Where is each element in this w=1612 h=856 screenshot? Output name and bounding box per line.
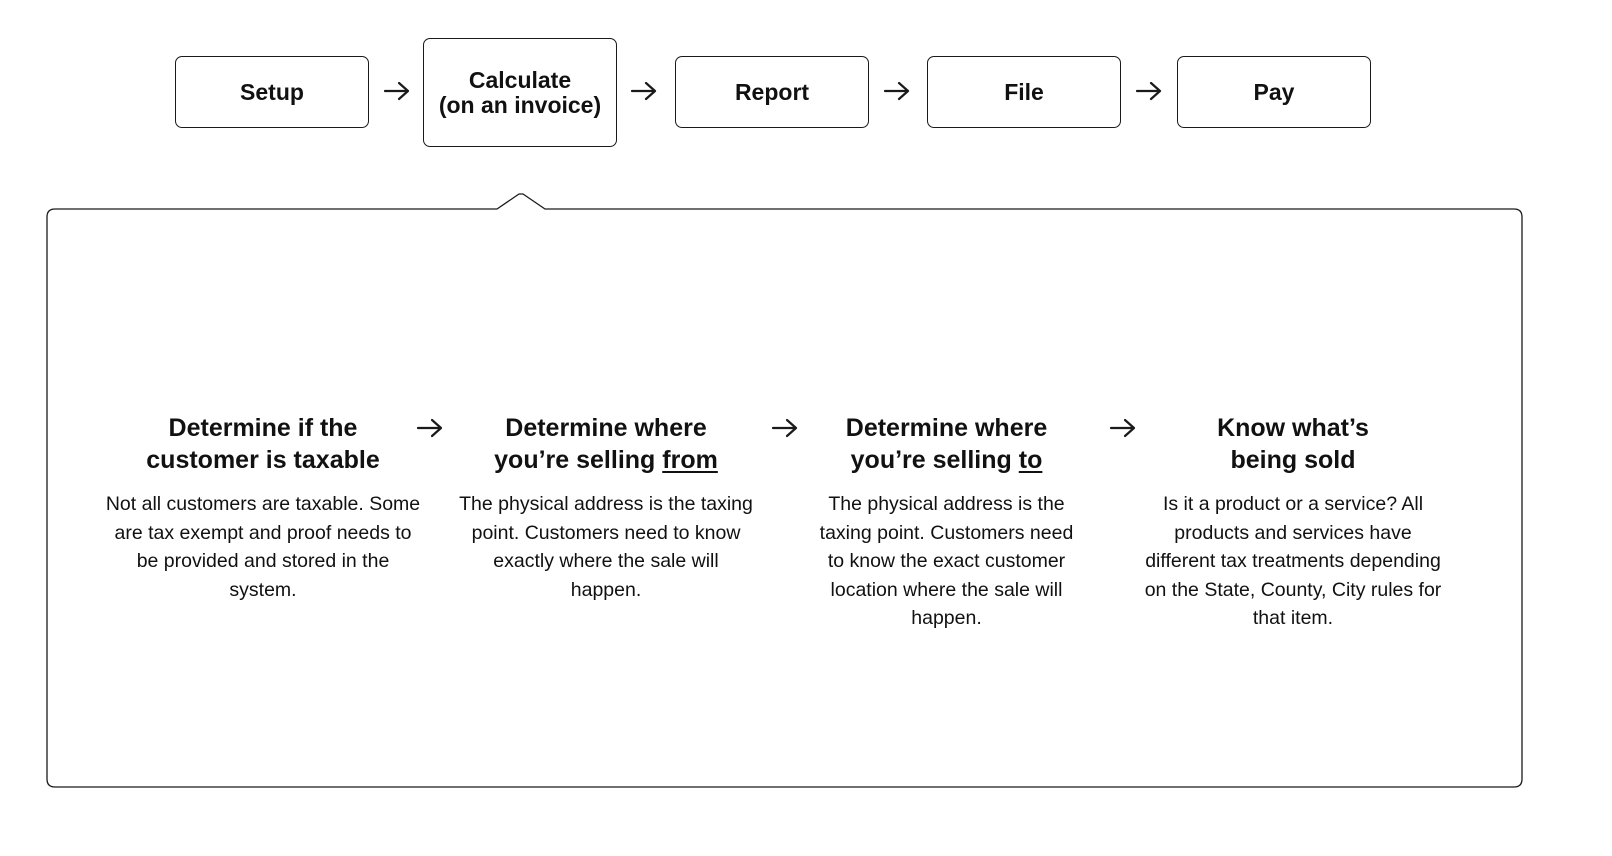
step-setup[interactable]: Setup <box>175 56 369 128</box>
detail-step-taxable-customer: Determine if the customer is taxable Not… <box>103 412 423 604</box>
arrow-right-icon <box>1135 81 1163 101</box>
detail-step-description: The physical address is the taxing point… <box>459 493 753 601</box>
detail-step-selling-from: Determine where you’re selling from The … <box>456 412 756 604</box>
detail-step-description: Is it a product or a service? All produc… <box>1144 493 1442 629</box>
arrow-right-icon <box>771 418 799 438</box>
detail-step-title: Determine if the customer is taxable <box>146 414 380 474</box>
arrow-right-icon <box>630 81 658 101</box>
step-calculate-label: Calculate (on an invoice) <box>438 66 602 118</box>
detail-step-selling-to: Determine where you’re selling to The ph… <box>809 412 1084 633</box>
step-report-label: Report <box>734 78 810 105</box>
step-file[interactable]: File <box>927 56 1121 128</box>
detail-step-title: Know what’s being sold <box>1217 414 1369 474</box>
detail-step-title: Determine where you’re selling to <box>845 414 1048 474</box>
step-pay[interactable]: Pay <box>1177 56 1371 128</box>
step-setup-label: Setup <box>240 78 304 105</box>
arrow-right-icon <box>1109 418 1137 438</box>
detail-step-description: Not all customers are taxable. Some are … <box>105 493 421 601</box>
step-file-label: File <box>1004 78 1044 105</box>
arrow-right-icon <box>416 418 444 438</box>
step-calculate[interactable]: Calculate (on an invoice) <box>423 38 617 147</box>
arrow-right-icon <box>883 81 911 101</box>
detail-step-what-is-sold: Know what’s being sold Is it a product o… <box>1140 412 1446 633</box>
arrow-right-icon <box>383 81 411 101</box>
detail-step-title: Determine where you’re selling from <box>494 414 718 474</box>
step-report[interactable]: Report <box>675 56 869 128</box>
detail-step-description: The physical address is the taxing point… <box>819 493 1074 629</box>
step-pay-label: Pay <box>1253 78 1295 105</box>
